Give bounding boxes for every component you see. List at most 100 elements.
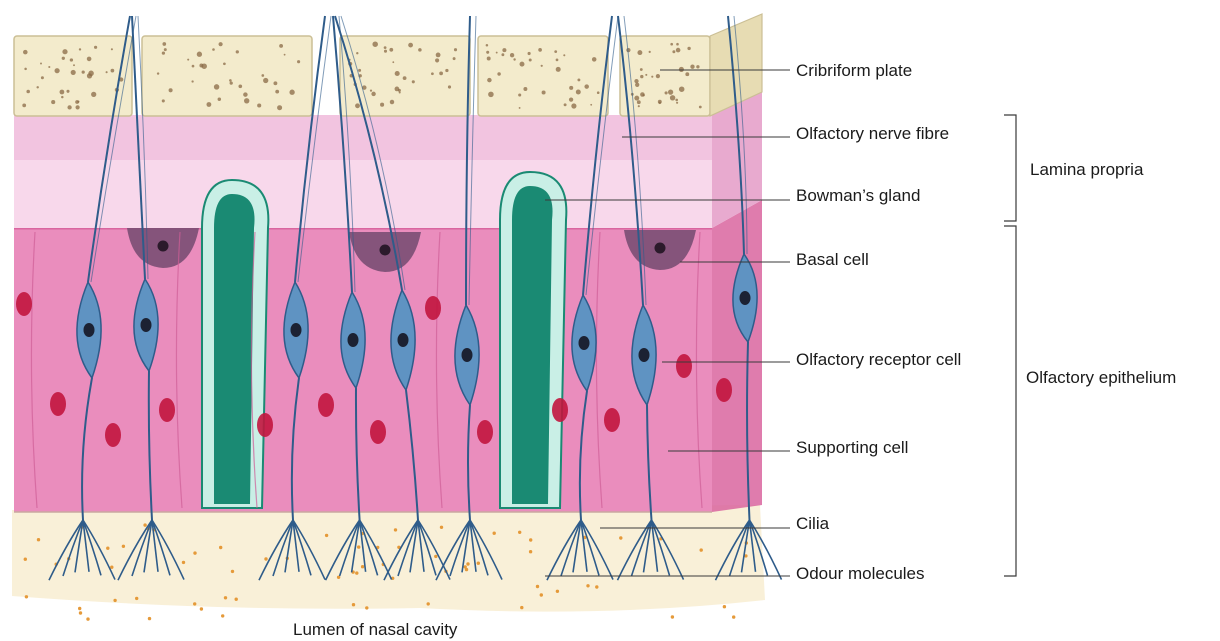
odour-molecule <box>135 597 138 600</box>
bone-pore <box>297 60 300 63</box>
bone-pore <box>529 59 532 62</box>
bone-pore <box>371 92 375 96</box>
bone-pore <box>679 86 685 92</box>
bone-pore <box>502 48 506 52</box>
supporting-cell-nucleus <box>257 413 273 437</box>
bone-pore <box>111 69 115 73</box>
odour-molecule <box>106 547 109 550</box>
odour-molecule <box>25 595 28 598</box>
bone-pore <box>487 57 491 61</box>
bone-pore <box>244 98 249 103</box>
bone-pore <box>635 83 639 87</box>
odour-molecule <box>78 607 81 610</box>
label-cribriform-plate: Cribriform plate <box>796 61 912 81</box>
bone-pore <box>106 71 108 73</box>
bone-pore <box>229 79 232 82</box>
bone-pore <box>418 48 422 52</box>
cribriform-plate-layer <box>14 14 762 116</box>
label-bowmans-gland: Bowman’s gland <box>796 186 920 206</box>
bone-pore <box>70 58 73 61</box>
bone-pore <box>453 57 456 60</box>
bone-pore <box>41 76 44 79</box>
bone-pore <box>358 69 361 72</box>
bone-pore <box>238 84 242 88</box>
bone-pore <box>486 44 489 47</box>
bone-pore <box>523 87 527 91</box>
bowmans-gland-duct <box>512 186 553 504</box>
bone-pore <box>73 64 75 66</box>
supporting-cell-nucleus <box>425 296 441 320</box>
supporting-cell-nucleus <box>50 392 66 416</box>
lamina-propria-highlight <box>14 160 712 228</box>
bone-pore <box>640 75 643 78</box>
bone-pore <box>519 107 521 109</box>
bone-pore <box>670 43 673 46</box>
supporting-cell-nucleus <box>477 420 493 444</box>
receptor-cell-nucleus <box>348 333 359 347</box>
bone-pore <box>597 91 600 94</box>
odour-molecule <box>556 590 559 593</box>
bone-pore <box>542 90 546 94</box>
bone-pore <box>257 103 261 107</box>
odour-molecule <box>200 607 203 610</box>
basal-cell-nucleus <box>655 243 666 254</box>
bone-pore <box>672 50 675 53</box>
bone-pore <box>279 44 283 48</box>
epithelium-body <box>14 228 712 512</box>
bone-pore <box>454 48 457 51</box>
odour-molecule <box>477 562 480 565</box>
cribriform-plate-block <box>478 36 608 116</box>
bone-pore <box>355 103 360 108</box>
bone-pore <box>513 58 515 60</box>
odour-molecule <box>86 617 89 620</box>
bone-pore <box>40 63 42 65</box>
odour-molecule <box>37 538 40 541</box>
bone-pore <box>685 72 689 76</box>
bone-pore <box>497 72 500 75</box>
bone-pore <box>487 78 491 82</box>
odour-molecule <box>148 617 151 620</box>
bone-pore <box>51 100 55 104</box>
bone-pore <box>71 70 76 75</box>
bone-pore <box>676 43 679 46</box>
odour-molecule <box>671 615 674 618</box>
bone-pore <box>275 90 279 94</box>
label-olfactory-receptor-cell: Olfactory receptor cell <box>796 350 961 370</box>
odour-molecule <box>219 546 222 549</box>
bone-pore <box>48 66 50 68</box>
bone-pore <box>496 52 498 54</box>
odour-molecule <box>440 526 443 529</box>
bone-pore <box>62 49 67 54</box>
bone-pore <box>448 85 451 88</box>
receptor-cell-nucleus <box>579 336 590 350</box>
bone-pore <box>392 61 394 63</box>
bone-pore <box>584 84 588 88</box>
bone-pore <box>395 71 400 76</box>
bone-pore <box>645 74 647 76</box>
bone-pore <box>157 72 159 74</box>
odour-molecule <box>700 548 703 551</box>
bone-pore <box>696 65 699 68</box>
receptor-cell-nucleus <box>84 323 95 337</box>
bone-pore <box>88 71 93 76</box>
bracket-lamina-propria <box>1004 115 1016 221</box>
odour-molecule <box>79 611 82 614</box>
bone-pore <box>87 57 92 62</box>
bone-pore <box>563 54 565 56</box>
bone-pore <box>79 48 81 50</box>
bone-pore <box>243 92 247 96</box>
bone-pore <box>187 59 189 61</box>
bone-pore <box>55 68 60 73</box>
bone-pore <box>192 65 195 68</box>
odour-molecule <box>355 571 358 574</box>
label-lamina-propria: Lamina propria <box>1030 160 1143 180</box>
label-odour-molecules: Odour molecules <box>796 564 925 584</box>
receptor-cell-nucleus <box>740 291 751 305</box>
receptor-cell-nucleus <box>291 323 302 337</box>
bone-pore <box>412 80 415 83</box>
bone-pore <box>676 102 678 104</box>
odour-molecule <box>193 551 196 554</box>
bone-pore <box>384 46 387 49</box>
bone-pore <box>23 50 28 55</box>
